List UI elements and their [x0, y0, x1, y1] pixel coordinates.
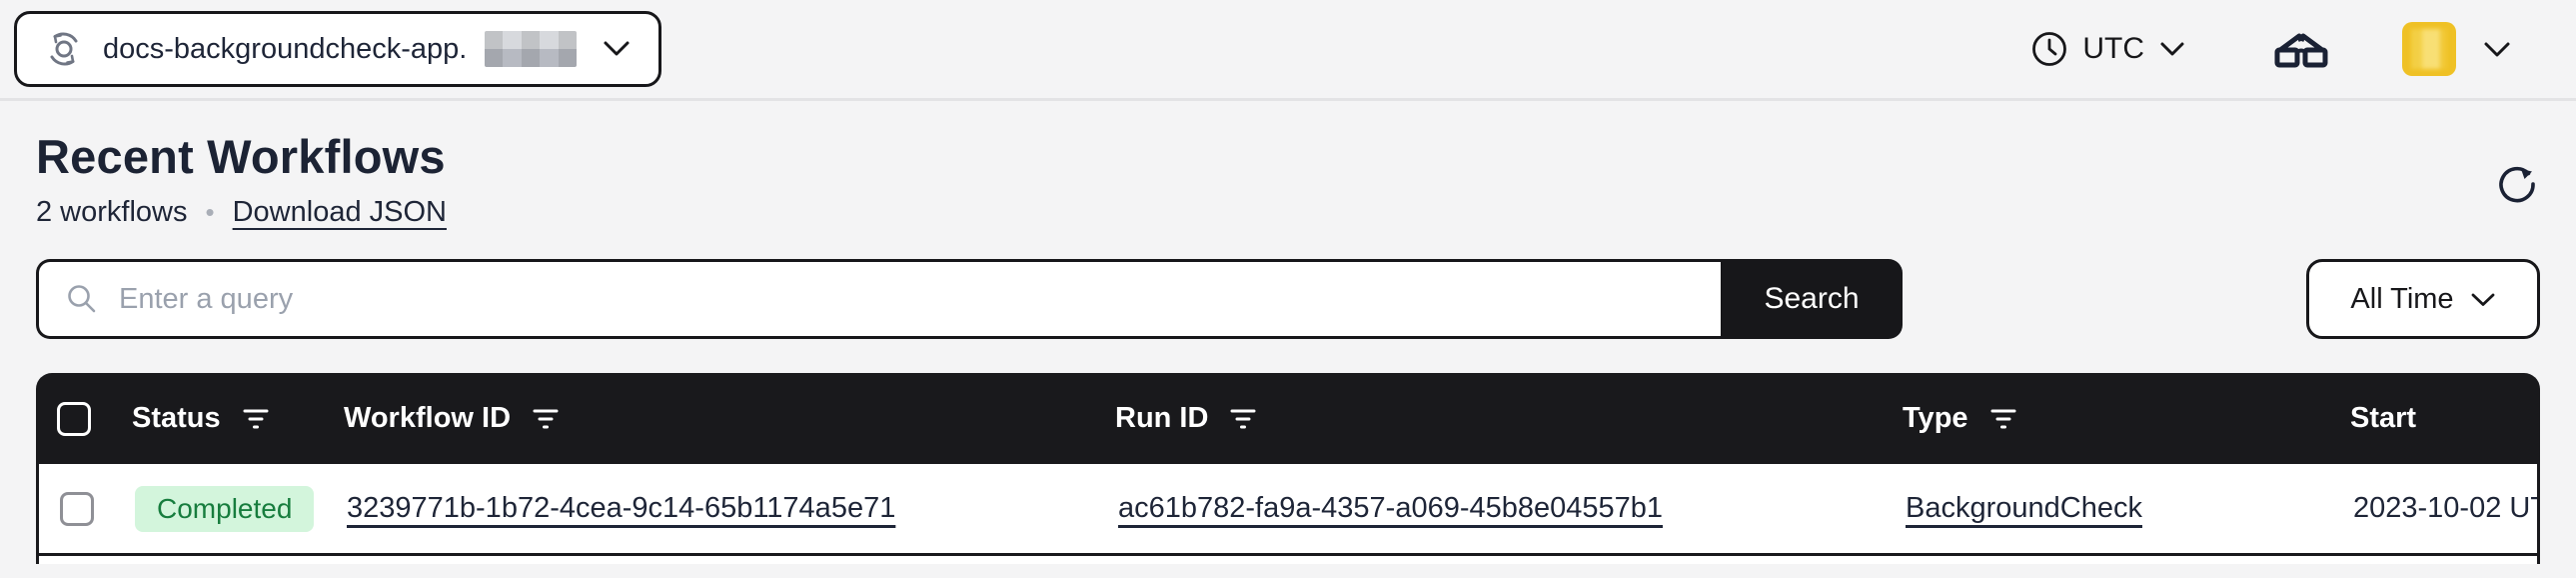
header-workflow-id: Workflow ID [344, 402, 1115, 435]
query-input-container [36, 259, 1721, 339]
heading-row: Recent Workflows 2 workflows • Download … [36, 129, 2540, 229]
heading-block: Recent Workflows 2 workflows • Download … [36, 129, 447, 229]
search-icon [65, 282, 99, 316]
table-header-row: Status Workflow ID Run ID [36, 373, 2540, 464]
account-menu[interactable] [2402, 22, 2512, 76]
timezone-selector[interactable]: UTC [2030, 30, 2186, 68]
row-checkbox-cell [39, 491, 135, 526]
top-right-controls: UTC [2030, 22, 2512, 76]
header-run-id: Run ID [1115, 402, 1903, 435]
filter-icon[interactable] [531, 405, 561, 433]
top-bar: docs-backgroundcheck-app. UTC [0, 0, 2576, 101]
row-workflow-id-cell: 3239771b-1b72-4cea-9c14-65b1174a5e71 [347, 492, 1118, 525]
status-badge: Completed [135, 485, 315, 532]
query-search-group: Search [36, 259, 1903, 339]
start-time: 2023-10-02 UTC [2353, 492, 2537, 524]
select-all-checkbox[interactable] [57, 401, 91, 436]
column-label-run-id: Run ID [1115, 402, 1209, 434]
filter-icon[interactable] [241, 405, 271, 433]
chevron-down-icon [2482, 40, 2512, 59]
workflow-count: 2 workflows [36, 196, 188, 228]
run-id-link[interactable]: ac61b782-fa9a-4357-a069-45b8e04557b1 [1118, 492, 1664, 524]
row-checkbox[interactable] [60, 491, 94, 526]
refresh-icon [2494, 161, 2540, 207]
row-start-cell: 2023-10-02 UTC [2353, 492, 2537, 525]
workflow-id-link[interactable]: 3239771b-1b72-4cea-9c14-65b1174a5e71 [347, 492, 896, 524]
column-label-workflow-id: Workflow ID [344, 402, 512, 434]
download-json-link[interactable]: Download JSON [232, 196, 447, 228]
row-status-cell: Completed [135, 485, 347, 532]
namespace-label: docs-backgroundcheck-app. [103, 32, 468, 65]
filter-icon[interactable] [1988, 405, 2018, 433]
header-type: Type [1903, 402, 2350, 435]
time-range-label: All Time [2350, 282, 2454, 315]
search-row: Search All Time [36, 259, 2540, 339]
refresh-button[interactable] [2494, 161, 2540, 207]
filter-icon[interactable] [1228, 405, 1258, 433]
chevron-down-icon [2470, 291, 2496, 308]
page-title: Recent Workflows [36, 130, 446, 183]
timezone-label: UTC [2082, 32, 2144, 65]
namespace-sync-icon [43, 28, 85, 70]
column-label-start: Start [2350, 402, 2417, 434]
header-status: Status [132, 402, 344, 435]
search-button[interactable]: Search [1721, 259, 1903, 339]
column-label-type: Type [1903, 402, 1968, 434]
header-checkbox-cell [36, 401, 132, 436]
table-row-partial [36, 556, 2540, 564]
query-input[interactable] [119, 282, 1695, 316]
header-start: Start [2350, 402, 2540, 435]
row-type-cell: BackgroundCheck [1906, 492, 2353, 525]
workflows-table: Status Workflow ID Run ID [36, 373, 2540, 564]
time-range-filter[interactable]: All Time [2306, 259, 2540, 339]
glasses-icon [2272, 28, 2330, 70]
namespace-redacted-text [485, 31, 578, 67]
labs-mode-toggle[interactable] [2272, 28, 2330, 70]
table-row[interactable]: Completed 3239771b-1b72-4cea-9c14-65b117… [36, 464, 2540, 556]
workflow-type-link[interactable]: BackgroundCheck [1906, 492, 2142, 524]
chevron-down-icon [2158, 40, 2186, 58]
clock-icon [2030, 30, 2068, 68]
avatar [2402, 22, 2456, 76]
namespace-selector[interactable]: docs-backgroundcheck-app. [14, 11, 661, 87]
subtitle-row: 2 workflows • Download JSON [36, 196, 447, 229]
dot-separator: • [205, 197, 215, 227]
main-content: Recent Workflows 2 workflows • Download … [0, 101, 2576, 564]
row-run-id-cell: ac61b782-fa9a-4357-a069-45b8e04557b1 [1118, 492, 1906, 525]
chevron-down-icon [601, 39, 633, 59]
column-label-status: Status [132, 402, 221, 434]
